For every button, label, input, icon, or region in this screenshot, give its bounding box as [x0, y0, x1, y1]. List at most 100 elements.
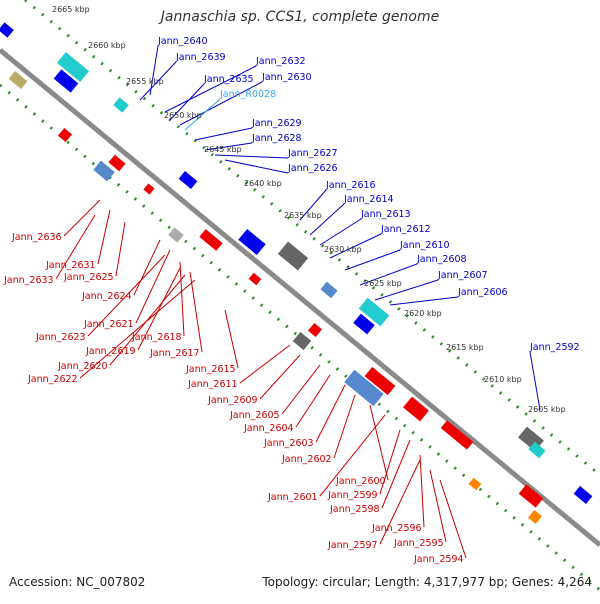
gene-label-reverse: Jann_2636 — [11, 232, 62, 243]
reverse-gene — [527, 509, 543, 525]
reverse-gene — [468, 477, 482, 491]
gene-label-forward: Jann_2613 — [360, 209, 411, 220]
leader-line — [189, 271, 203, 353]
gene-label-reverse: Jann_2597 — [327, 540, 378, 551]
gene-label-forward: Jann_2640 — [157, 36, 208, 47]
gene-label-reverse: Jann_2615 — [185, 364, 236, 375]
gene-label-reverse: Jann_2631 — [45, 260, 96, 271]
leader-line — [204, 142, 253, 151]
gene-label-forward: Jann_2608 — [416, 254, 467, 265]
leader-line — [315, 384, 346, 443]
gene-label-forward: Jann_2639 — [175, 52, 226, 63]
leader-line — [439, 479, 467, 559]
backbone-layer — [0, 48, 600, 547]
gene-label-forward: Jann_2632 — [255, 56, 306, 67]
gene-label-reverse: Jann_2620 — [57, 361, 108, 372]
leader-line — [329, 233, 382, 259]
reverse-gene — [248, 272, 262, 286]
gene-label-reverse: Jann_2598 — [329, 504, 380, 515]
gene-label-reverse: Jann_2617 — [149, 348, 200, 359]
leader-line — [429, 469, 447, 543]
forward-gene — [53, 69, 79, 93]
kbp-tick-label: 2655 kbp — [126, 77, 164, 86]
leader-line — [194, 127, 253, 141]
leader-line — [63, 199, 101, 237]
forward-gene — [320, 281, 338, 299]
gene-label-reverse: Jann_2604 — [243, 423, 294, 434]
leader-line — [239, 344, 291, 384]
leader-line — [389, 296, 459, 306]
kbp-tick-label: 2635 kbp — [284, 211, 322, 220]
outer-dotted-track — [24, 0, 600, 477]
reverse-gene — [199, 229, 223, 251]
gene-label-reverse: Jann_2602 — [281, 454, 332, 465]
leader-line — [309, 203, 345, 236]
kbp-tick-label: 2645 kbp — [204, 145, 242, 154]
gene-label-forward: Jann_2610 — [399, 240, 450, 251]
leader-line — [133, 239, 161, 296]
gene-label-reverse: Jann_2601 — [267, 492, 318, 503]
gene-label-forward: Jann_2614 — [343, 194, 394, 205]
forward-gene — [0, 22, 14, 38]
forward-gene — [56, 52, 90, 82]
reverse-gene — [292, 331, 312, 351]
kbp-tick-label: 2650 kbp — [164, 111, 202, 120]
leader-line — [281, 364, 321, 415]
kbp-tick-label: 2610 kbp — [484, 375, 522, 384]
gene-label-forward: Jann_2627 — [287, 148, 338, 159]
gene-label-reverse: Jann_2618 — [131, 332, 182, 343]
leader-line — [164, 65, 257, 113]
forward-gene — [353, 313, 375, 335]
leader-line — [359, 263, 418, 286]
leader-line — [169, 83, 205, 121]
reverse-gene — [403, 396, 429, 422]
gene-label-reverse: Jann_2605 — [229, 410, 280, 421]
forward-gene — [573, 486, 593, 504]
gene-label-forward: Jann_2612 — [380, 224, 431, 235]
leader-lines-layer — [55, 45, 541, 559]
leader-line — [379, 459, 421, 545]
gene-label-forward: Jann_2616 — [325, 180, 376, 191]
accession-text: Accession: NC_007802 — [9, 575, 146, 589]
leader-line — [115, 221, 126, 277]
gene-label-reverse: Jann_2600 — [335, 476, 386, 487]
gene-label-forward: Jann_2628 — [251, 133, 302, 144]
forward-gene — [113, 97, 129, 113]
reverse-gene — [344, 369, 384, 407]
gene-label-reverse: Jann_2611 — [187, 379, 238, 390]
gene-label-forward: Jann_2626 — [287, 163, 338, 174]
reverse-gene — [307, 322, 323, 338]
leader-line — [374, 279, 439, 301]
leader-line — [224, 159, 289, 174]
leader-line — [214, 154, 289, 159]
reverse-gene — [8, 71, 28, 89]
leader-line — [55, 214, 96, 280]
kbp-tick-label: 2660 kbp — [88, 41, 126, 50]
leader-line — [97, 209, 111, 265]
leader-line — [344, 249, 401, 271]
leader-line — [529, 351, 541, 411]
leader-line — [184, 98, 221, 131]
gene-label-forward: Jann_2606 — [457, 287, 508, 298]
gene-label-reverse: Jann_2596 — [371, 523, 422, 534]
kbp-tick-label: 2665 kbp — [52, 5, 90, 14]
kbp-tick-label: 2630 kbp — [324, 245, 362, 254]
leader-line — [224, 309, 239, 369]
leader-line — [381, 439, 411, 509]
kbp-tick-label: 2605 kbp — [528, 405, 566, 414]
reverse-gene — [93, 160, 115, 182]
gene-label-reverse: Jann_2622 — [27, 374, 78, 385]
kbp-tick-label: 2615 kbp — [446, 343, 484, 352]
leader-line — [179, 81, 263, 126]
leader-line — [379, 429, 401, 495]
kbp-tick-label: 2640 kbp — [244, 179, 282, 188]
gene-label-reverse: Jann_2609 — [207, 395, 258, 406]
leader-line — [419, 454, 425, 528]
reverse-gene — [168, 227, 184, 243]
leader-line — [259, 354, 301, 400]
leader-line — [319, 218, 362, 246]
leader-line — [369, 404, 389, 481]
gene-label-reverse: Jann_2623 — [35, 332, 86, 343]
leader-line — [295, 374, 331, 428]
